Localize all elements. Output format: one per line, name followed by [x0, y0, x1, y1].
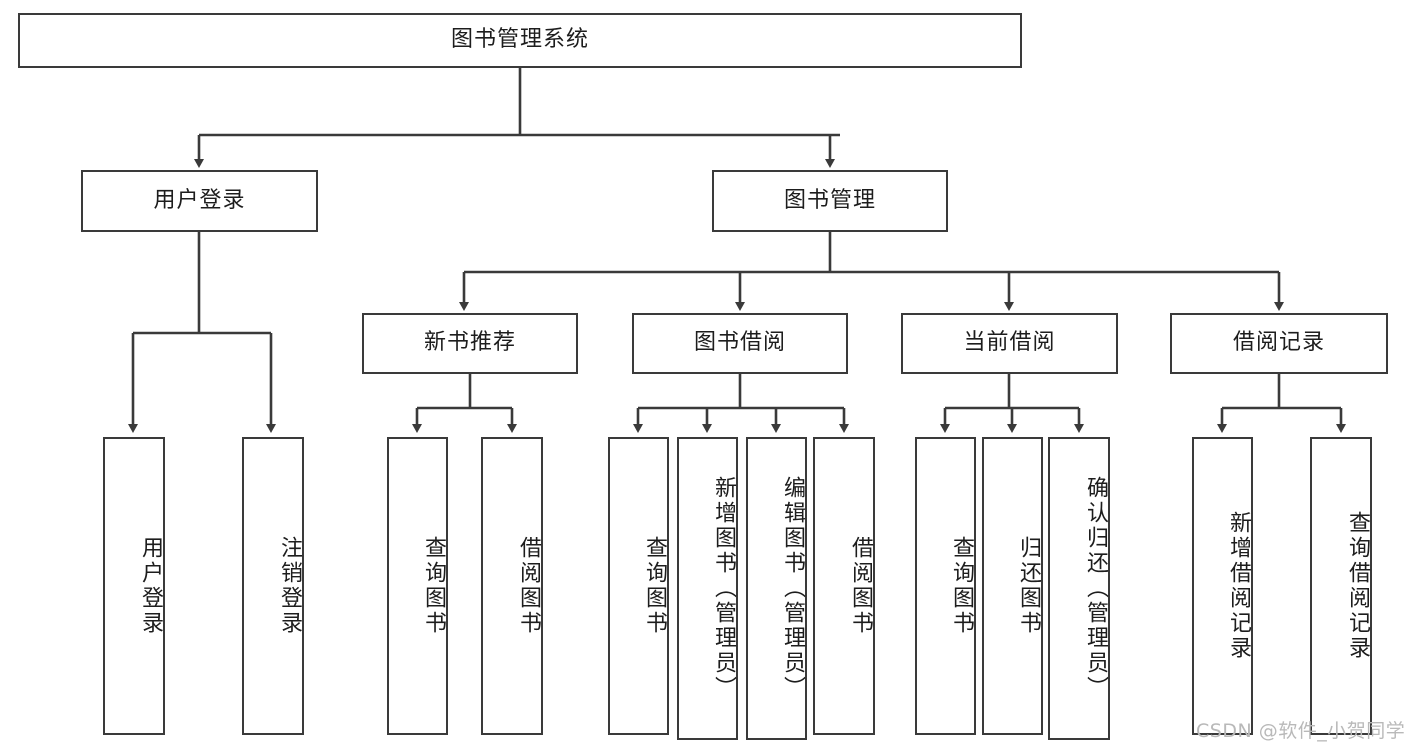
node-leaf-add-borrow-record-label: 新增借阅记录 [1226, 511, 1251, 661]
node-book-manage-label: 图书管理 [783, 187, 876, 213]
node-borrow-record[interactable]: 借阅记录 [1170, 313, 1388, 374]
node-book-borrow[interactable]: 图书借阅 [632, 313, 848, 374]
node-root-label: 图书管理系统 [450, 27, 589, 53]
node-leaf-return-book-label: 归还图书 [1016, 536, 1041, 636]
node-new-book-recommend[interactable]: 新书推荐 [362, 313, 578, 374]
node-leaf-query-book-1-label: 查询图书 [421, 536, 446, 636]
node-book-manage[interactable]: 图书管理 [712, 170, 948, 232]
node-leaf-query-book-2-label: 查询图书 [642, 536, 667, 636]
node-current-borrow-label: 当前借阅 [963, 330, 1056, 356]
node-leaf-borrow-book-2-label: 借阅图书 [848, 536, 873, 636]
node-root[interactable]: 图书管理系统 [18, 13, 1022, 68]
node-leaf-query-borrow-record-label: 查询借阅记录 [1345, 511, 1370, 661]
node-leaf-query-book-3[interactable]: 查询图书 [915, 437, 976, 735]
node-leaf-borrow-book-1-label: 借阅图书 [516, 536, 541, 636]
node-leaf-borrow-book-1[interactable]: 借阅图书 [481, 437, 543, 735]
node-leaf-query-book-2[interactable]: 查询图书 [608, 437, 669, 735]
node-leaf-query-book-3-label: 查询图书 [949, 536, 974, 636]
csdn-watermark: CSDN @软件_小贺同学 [1196, 720, 1405, 742]
node-new-book-recommend-label: 新书推荐 [423, 330, 516, 356]
node-leaf-confirm-return-label: 确认归还（管理员） [1083, 476, 1108, 701]
node-leaf-borrow-book-2[interactable]: 借阅图书 [813, 437, 875, 735]
node-book-borrow-label: 图书借阅 [693, 330, 786, 356]
node-leaf-user-login-label: 用户登录 [138, 536, 163, 636]
node-current-borrow[interactable]: 当前借阅 [901, 313, 1118, 374]
node-leaf-edit-book-label: 编辑图书（管理员） [780, 476, 805, 701]
node-borrow-record-label: 借阅记录 [1232, 330, 1325, 356]
node-leaf-user-logout-label: 注销登录 [277, 536, 302, 636]
node-user-login-label: 用户登录 [153, 187, 246, 213]
node-leaf-user-login[interactable]: 用户登录 [103, 437, 165, 735]
node-leaf-edit-book[interactable]: 编辑图书（管理员） [746, 437, 807, 740]
node-leaf-user-logout[interactable]: 注销登录 [242, 437, 304, 735]
node-leaf-confirm-return[interactable]: 确认归还（管理员） [1048, 437, 1110, 740]
node-leaf-query-borrow-record[interactable]: 查询借阅记录 [1310, 437, 1372, 735]
node-leaf-add-book[interactable]: 新增图书（管理员） [677, 437, 738, 740]
node-leaf-query-book-1[interactable]: 查询图书 [387, 437, 448, 735]
node-leaf-add-borrow-record[interactable]: 新增借阅记录 [1192, 437, 1253, 735]
node-user-login[interactable]: 用户登录 [81, 170, 318, 232]
node-leaf-return-book[interactable]: 归还图书 [982, 437, 1043, 735]
node-leaf-add-book-label: 新增图书（管理员） [711, 476, 736, 701]
